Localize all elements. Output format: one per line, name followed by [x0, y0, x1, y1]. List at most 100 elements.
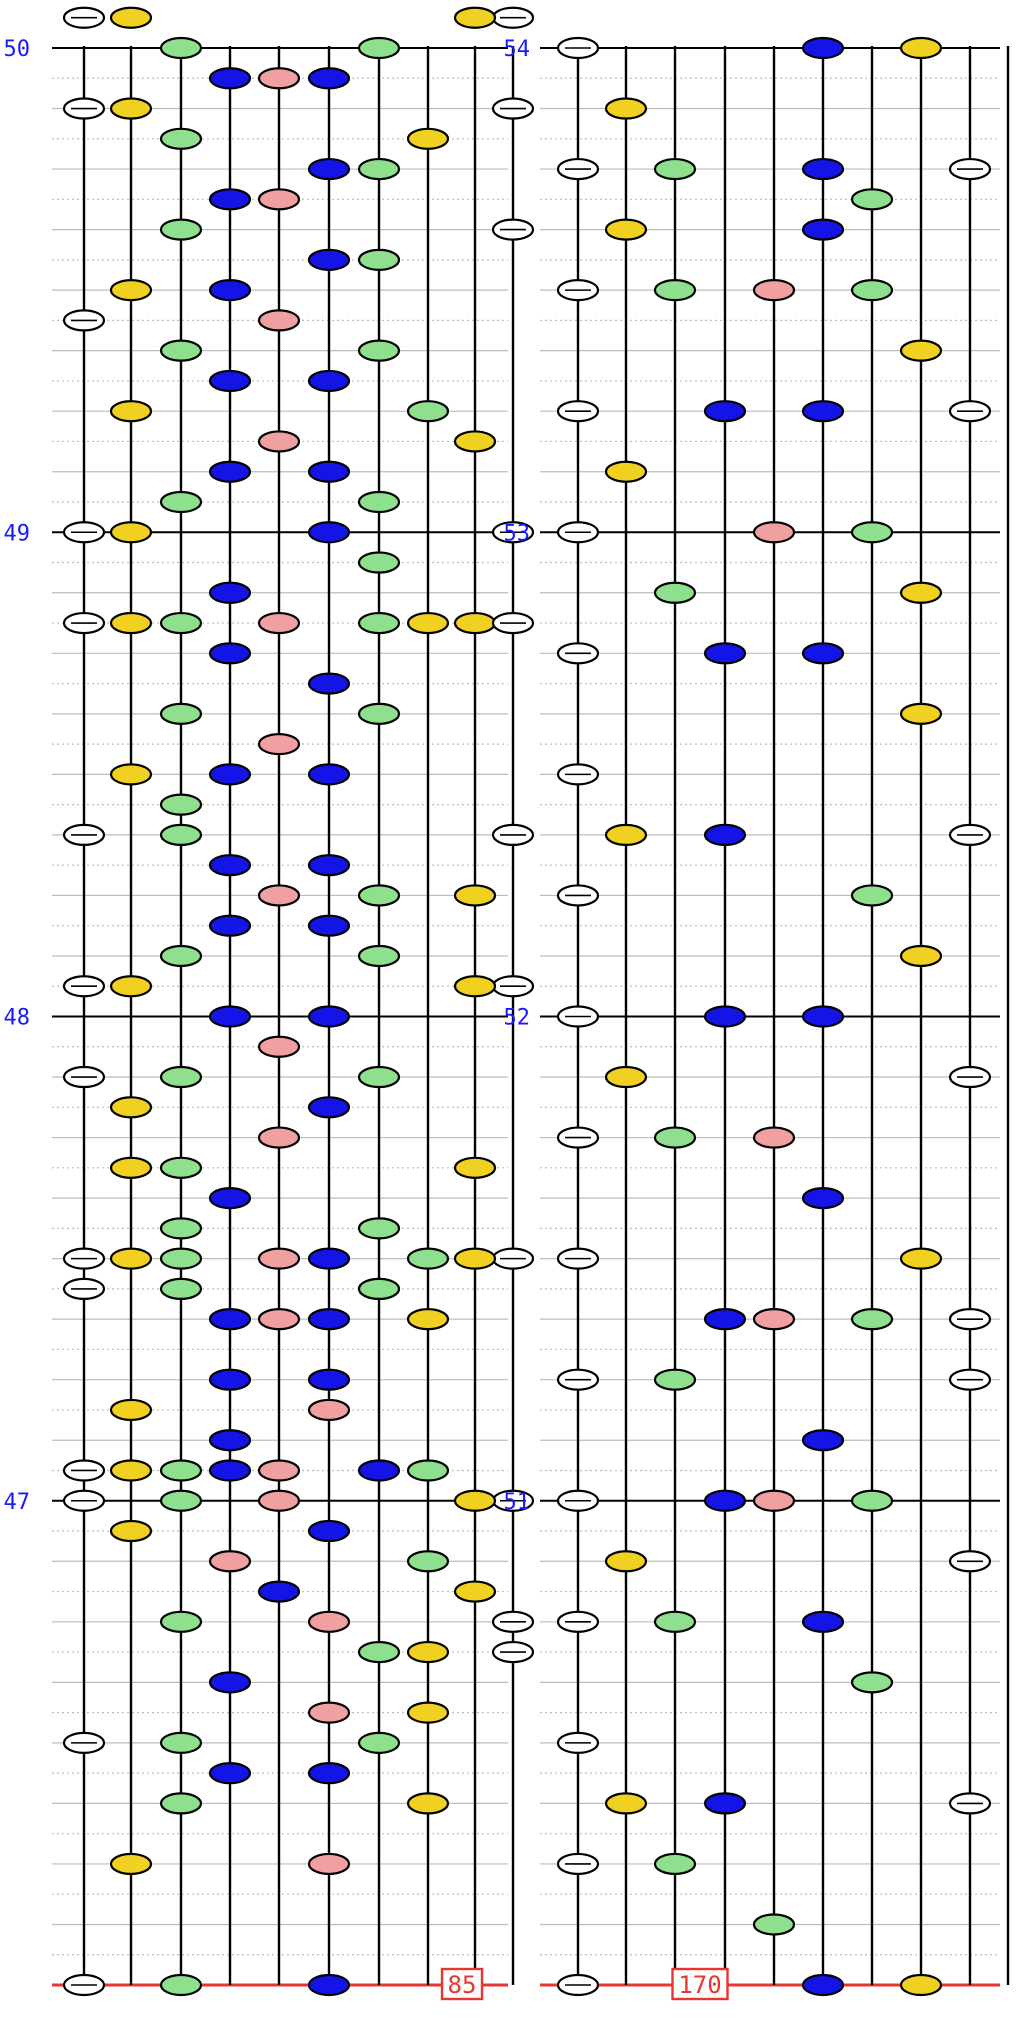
blue-note: [357, 1459, 401, 1482]
pink-note: [257, 1247, 301, 1270]
yellow-note: [899, 1973, 943, 1997]
yellow-note: [109, 975, 153, 998]
green-note: [357, 551, 401, 574]
blue-note: [801, 400, 845, 423]
yellow-note: [453, 430, 497, 453]
yellow-note: [109, 1398, 153, 1422]
green-note: [850, 188, 894, 211]
blue-note: [208, 1671, 252, 1694]
green-note: [159, 1489, 203, 1512]
pink-note: [257, 1035, 301, 1058]
blue-note: [703, 642, 747, 665]
blue-note: [208, 1005, 252, 1028]
blue-note: [208, 369, 252, 393]
blue-note: [801, 1973, 845, 1997]
yellow-note: [899, 339, 943, 362]
measure-number: 53: [504, 521, 531, 546]
blue-note: [208, 581, 252, 604]
green-note: [653, 1126, 697, 1149]
pink-note: [752, 1126, 796, 1149]
measure-number: 54: [504, 37, 531, 62]
blue-note: [307, 1519, 351, 1543]
measure-number: 49: [4, 521, 31, 546]
marker-number: 170: [678, 1971, 721, 1999]
yellow-note: [406, 1308, 450, 1331]
yellow-note: [406, 1640, 450, 1664]
yellow-note: [109, 763, 153, 786]
yellow-note: [604, 823, 648, 847]
green-note: [159, 944, 203, 968]
yellow-note: [109, 1519, 153, 1543]
green-note: [406, 1247, 450, 1270]
blue-note: [307, 1247, 351, 1270]
marker-number: 85: [448, 1971, 477, 1999]
blue-note: [208, 67, 252, 90]
blue-note: [208, 854, 252, 877]
yellow-note: [109, 1156, 153, 1179]
green-note: [159, 1459, 203, 1482]
blue-note: [208, 1308, 252, 1331]
green-note: [653, 1368, 697, 1391]
blue-note: [208, 1459, 252, 1482]
blue-note: [703, 1005, 747, 1028]
green-note: [357, 884, 401, 907]
yellow-note: [453, 1489, 497, 1512]
yellow-note: [109, 1852, 153, 1876]
pink-note: [257, 430, 301, 453]
combo-marker: 85: [440, 1967, 484, 2001]
green-note: [159, 1792, 203, 1815]
blue-note: [208, 642, 252, 665]
blue-note: [703, 400, 747, 423]
marker-box: [440, 1967, 484, 2001]
blue-note: [801, 1429, 845, 1452]
green-note: [406, 1550, 450, 1573]
blue-note: [307, 1005, 351, 1028]
green-note: [752, 1913, 796, 1936]
blue-note: [801, 642, 845, 665]
green-note: [159, 339, 203, 362]
blue-note: [257, 1580, 301, 1603]
green-note: [357, 944, 401, 968]
pink-note: [257, 1459, 301, 1482]
yellow-note: [453, 1580, 497, 1603]
yellow-note: [406, 1701, 450, 1724]
green-note: [357, 1065, 401, 1089]
blue-note: [307, 460, 351, 483]
green-note: [159, 1973, 203, 1997]
green-note: [357, 248, 401, 271]
green-note: [159, 793, 203, 816]
green-note: [159, 218, 203, 241]
yellow-note: [109, 1096, 153, 1119]
blue-note: [307, 914, 351, 937]
green-note: [357, 1277, 401, 1300]
blue-note: [801, 1005, 845, 1028]
green-note: [357, 339, 401, 362]
pink-note: [307, 1701, 351, 1724]
pink-note: [257, 1308, 301, 1331]
yellow-note: [604, 1065, 648, 1089]
blue-note: [801, 157, 845, 181]
yellow-note: [109, 6, 153, 29]
green-note: [159, 1065, 203, 1089]
yellow-note: [453, 1156, 497, 1179]
yellow-note: [109, 1459, 153, 1482]
green-note: [159, 611, 203, 635]
pink-note: [257, 1126, 301, 1149]
blue-note: [801, 1610, 845, 1633]
yellow-note: [109, 279, 153, 302]
pink-note: [307, 1398, 351, 1422]
pink-note: [257, 611, 301, 635]
yellow-note: [899, 1247, 943, 1270]
green-note: [357, 702, 401, 725]
yellow-note: [453, 1247, 497, 1270]
green-note: [653, 581, 697, 604]
green-note: [357, 1640, 401, 1664]
yellow-note: [453, 6, 497, 29]
green-note: [357, 157, 401, 181]
yellow-note: [604, 97, 648, 120]
green-note: [159, 1156, 203, 1179]
pink-note: [752, 279, 796, 302]
yellow-note: [899, 36, 943, 60]
green-note: [159, 36, 203, 60]
